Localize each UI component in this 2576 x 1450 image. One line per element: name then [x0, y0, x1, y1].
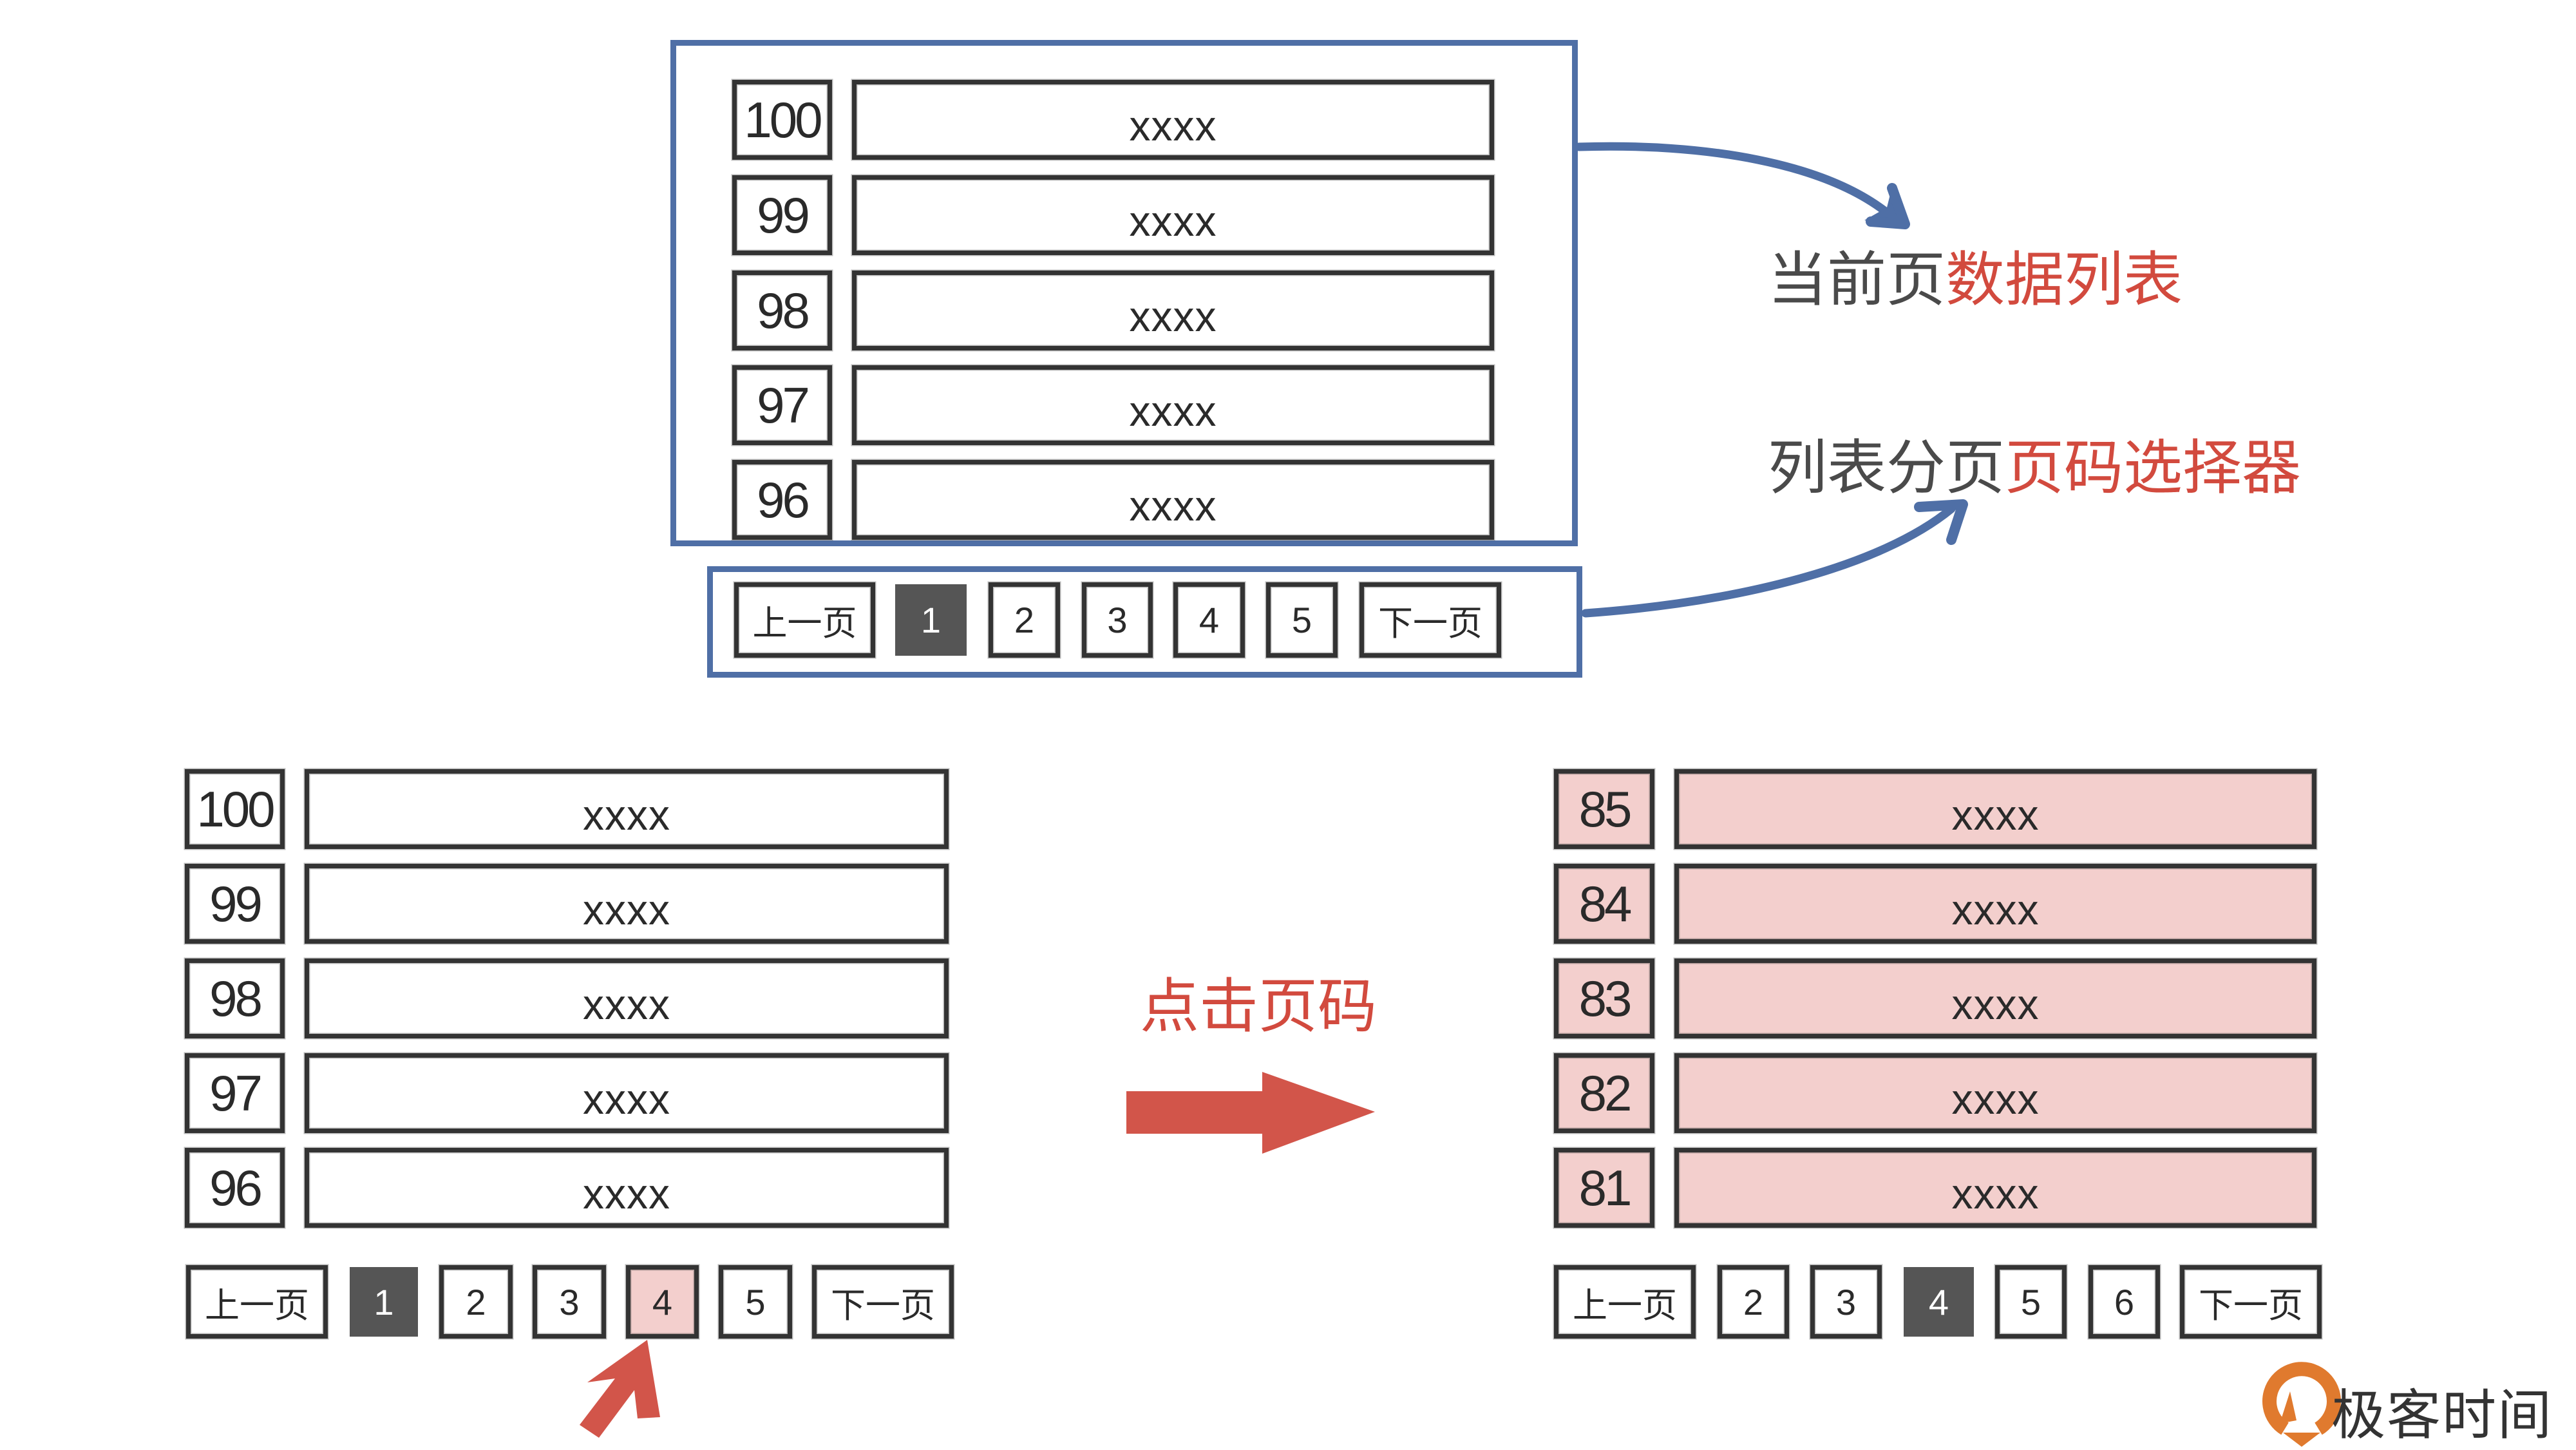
row-id: 100	[732, 80, 832, 160]
page-button-2[interactable]: 2	[1718, 1265, 1789, 1339]
row-content: xxxx	[305, 769, 949, 849]
page-button-5[interactable]: 5	[719, 1265, 792, 1339]
row-content: xxxx	[852, 80, 1494, 160]
page-button-1[interactable]: 1	[895, 584, 967, 656]
row-id: 96	[732, 460, 832, 540]
row-id: 83	[1554, 959, 1654, 1038]
row-id: 99	[732, 175, 832, 255]
curved-arrow-icon	[1581, 499, 1968, 618]
row-id: 98	[185, 959, 285, 1038]
row-id: 98	[732, 271, 832, 350]
row-id: 100	[185, 769, 285, 849]
brand-logo-icon	[2262, 1362, 2341, 1447]
page-selector-annotation: 列表分页页码选择器	[1768, 420, 2301, 506]
page-button-2[interactable]: 2	[439, 1265, 513, 1339]
row-content: xxxx	[852, 460, 1494, 540]
prev-page-button[interactable]: 上一页	[734, 582, 875, 658]
row-content: xxxx	[1674, 1148, 2316, 1228]
row-id: 81	[1554, 1148, 1654, 1228]
row-content: xxxx	[305, 1053, 949, 1133]
page-button-2[interactable]: 2	[989, 582, 1060, 658]
brand-name: 极客时间	[2331, 1384, 2553, 1447]
prev-page-button[interactable]: 上一页	[186, 1265, 328, 1339]
row-content: xxxx	[305, 959, 949, 1038]
click-pointer-icon	[580, 1340, 660, 1438]
row-content: xxxx	[1674, 959, 2316, 1038]
arrow-right-icon	[1126, 1072, 1375, 1154]
row-id: 84	[1554, 864, 1654, 944]
page-button-1[interactable]: 1	[350, 1267, 418, 1337]
page-button-6[interactable]: 6	[2088, 1265, 2160, 1339]
page-button-3[interactable]: 3	[1810, 1265, 1882, 1339]
row-id: 85	[1554, 769, 1654, 849]
row-content: xxxx	[1674, 1053, 2316, 1133]
click-page-label: 点击页码	[1140, 972, 1378, 1041]
row-content: xxxx	[1674, 769, 2316, 849]
page-button-5[interactable]: 5	[1266, 582, 1338, 658]
row-id: 96	[185, 1148, 285, 1228]
annotation-gray-text: 列表分页	[1768, 434, 2005, 502]
page-button-3[interactable]: 3	[533, 1265, 606, 1339]
row-id: 97	[185, 1053, 285, 1133]
prev-page-button[interactable]: 上一页	[1554, 1265, 1696, 1339]
page-button-3[interactable]: 3	[1082, 582, 1153, 658]
annotation-red-text: 数据列表	[1946, 245, 2183, 314]
row-id: 82	[1554, 1053, 1654, 1133]
data-list-frame	[670, 40, 1578, 546]
page-button-4[interactable]: 4	[1904, 1267, 1974, 1337]
page-button-5[interactable]: 5	[1995, 1265, 2067, 1339]
curved-arrow-icon	[1575, 142, 1910, 229]
next-page-button[interactable]: 下一页	[812, 1265, 954, 1339]
row-content: xxxx	[305, 864, 949, 944]
next-page-button[interactable]: 下一页	[1359, 582, 1501, 658]
row-content: xxxx	[852, 365, 1494, 445]
row-content: xxxx	[1674, 864, 2316, 944]
next-page-button[interactable]: 下一页	[2180, 1265, 2322, 1339]
annotation-gray-text: 当前页	[1768, 245, 1946, 314]
page-button-4[interactable]: 4	[1173, 582, 1245, 658]
row-content: xxxx	[852, 175, 1494, 255]
row-id: 97	[732, 365, 832, 445]
row-content: xxxx	[305, 1148, 949, 1228]
row-id: 99	[185, 864, 285, 944]
data-list-annotation: 当前页数据列表	[1768, 232, 2183, 318]
annotation-red-text: 页码选择器	[2005, 434, 2302, 502]
page-button-4[interactable]: 4	[626, 1265, 699, 1339]
row-content: xxxx	[852, 271, 1494, 350]
pagination-frame	[707, 566, 1582, 678]
